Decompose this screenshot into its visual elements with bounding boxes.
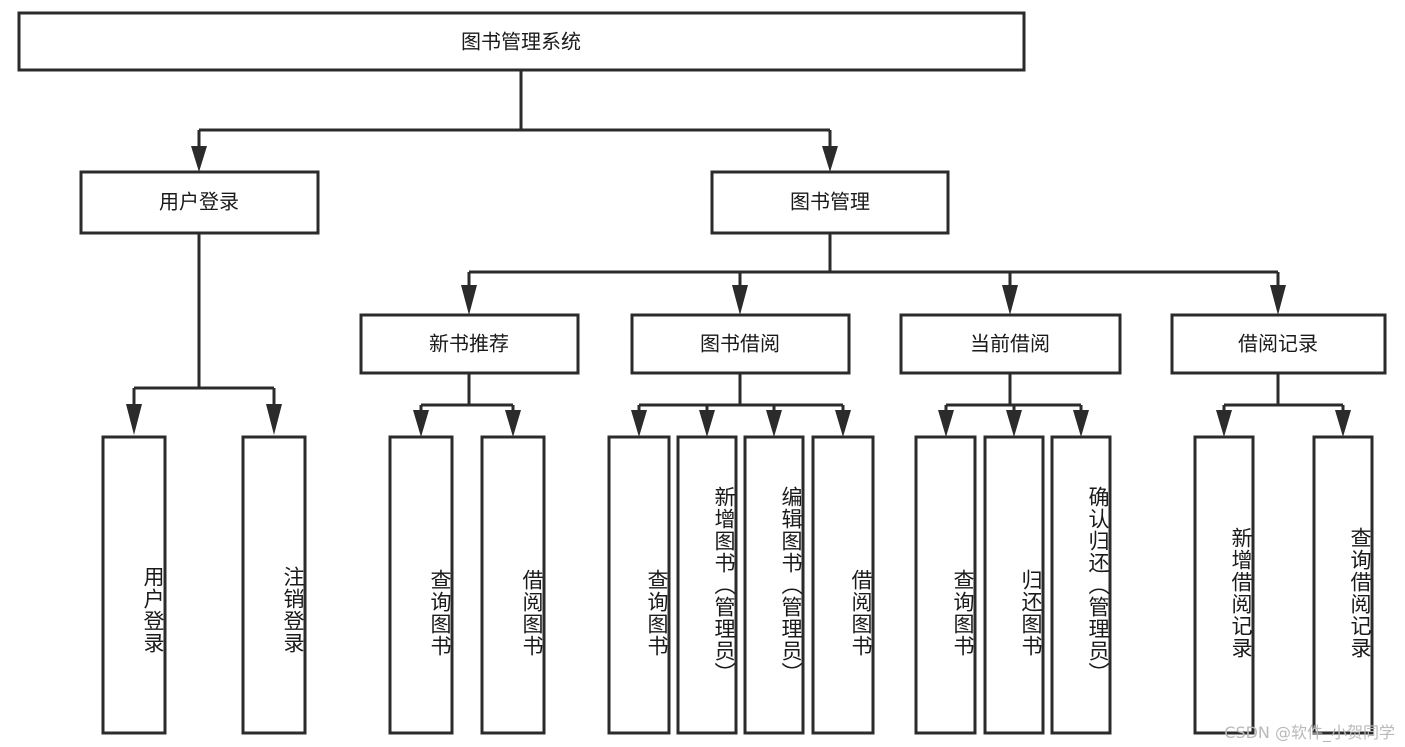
arrowhead-leaf-currentborrow-1 <box>938 410 954 437</box>
arrowhead-leaf-bookborrow-2 <box>699 410 715 437</box>
connector-group-bookmgmt <box>461 233 1286 315</box>
connector-group-userlogin <box>126 233 282 435</box>
arrowhead-leaf-newbook-2 <box>505 410 521 437</box>
connector-group-currentborrow <box>938 373 1089 437</box>
node-current-borrow-box[interactable] <box>899 313 1122 375</box>
connector-group-borrowrecord <box>1216 373 1351 437</box>
node-root-box[interactable] <box>17 11 1026 72</box>
leaf-box-currentborrow-3[interactable] <box>1050 435 1112 735</box>
node-root-label: 图书管理系统 <box>461 30 581 54</box>
leaf-box-bookborrow-3[interactable] <box>743 435 805 735</box>
node-user-login-box[interactable] <box>79 170 320 235</box>
connector-group-bookborrow <box>631 373 851 437</box>
arrowhead-leaf-currentborrow-3 <box>1073 410 1089 437</box>
node-book-borrow-box[interactable] <box>630 313 851 375</box>
leaf-box-bookborrow-2[interactable] <box>676 435 738 735</box>
node-user-login-label: 用户登录 <box>159 190 239 214</box>
arrowhead-leaf-newbook-1 <box>413 410 429 437</box>
leaf-box-user-login-2[interactable] <box>241 435 307 735</box>
connector-group-newbook <box>413 373 521 437</box>
leaf-box-newbook-2[interactable] <box>480 435 546 735</box>
arrowhead-borrowrecord <box>1270 285 1286 315</box>
leaf-box-currentborrow-1[interactable] <box>914 435 977 735</box>
arrowhead-leaf-borrowrecord-1 <box>1216 410 1232 437</box>
arrowhead-bookborrow <box>732 285 748 315</box>
arrowhead-newbook <box>461 285 477 315</box>
node-borrow-record-box[interactable] <box>1170 313 1387 375</box>
leaf-box-bookborrow-1[interactable] <box>607 435 671 735</box>
leaf-box-borrowrecord-2[interactable] <box>1312 435 1374 735</box>
arrowhead-leaf-bookborrow-3 <box>766 410 782 437</box>
leaf-box-newbook-1[interactable] <box>388 435 454 735</box>
node-current-borrow-label: 当前借阅 <box>970 332 1050 356</box>
node-book-management-box[interactable] <box>710 170 950 235</box>
arrowhead-bookmgmt <box>822 146 838 172</box>
arrowhead-leaf-currentborrow-2 <box>1006 410 1022 437</box>
connector-group-root <box>191 70 838 172</box>
node-new-book-recommend-box[interactable] <box>359 313 580 375</box>
leaf-box-borrowrecord-1[interactable] <box>1193 435 1255 735</box>
leaf-box-bookborrow-4[interactable] <box>811 435 875 735</box>
node-book-management-label: 图书管理 <box>790 190 870 214</box>
arrowhead-userlogin <box>191 146 207 172</box>
leaf-box-user-login-1[interactable] <box>101 435 167 735</box>
arrowhead-currentborrow <box>1002 285 1018 315</box>
node-borrow-record-label: 借阅记录 <box>1238 332 1318 356</box>
arrowhead-leaf-borrowrecord-2 <box>1335 410 1351 437</box>
arrowhead-leaf-user-login-1 <box>126 404 142 435</box>
leaf-box-currentborrow-2[interactable] <box>983 435 1045 735</box>
node-book-borrow-label: 图书借阅 <box>700 332 780 356</box>
arrowhead-leaf-bookborrow-1 <box>631 410 647 437</box>
arrowhead-leaf-user-login-2 <box>266 404 282 435</box>
arrowhead-leaf-bookborrow-4 <box>835 410 851 437</box>
node-new-book-recommend-label: 新书推荐 <box>429 332 509 356</box>
